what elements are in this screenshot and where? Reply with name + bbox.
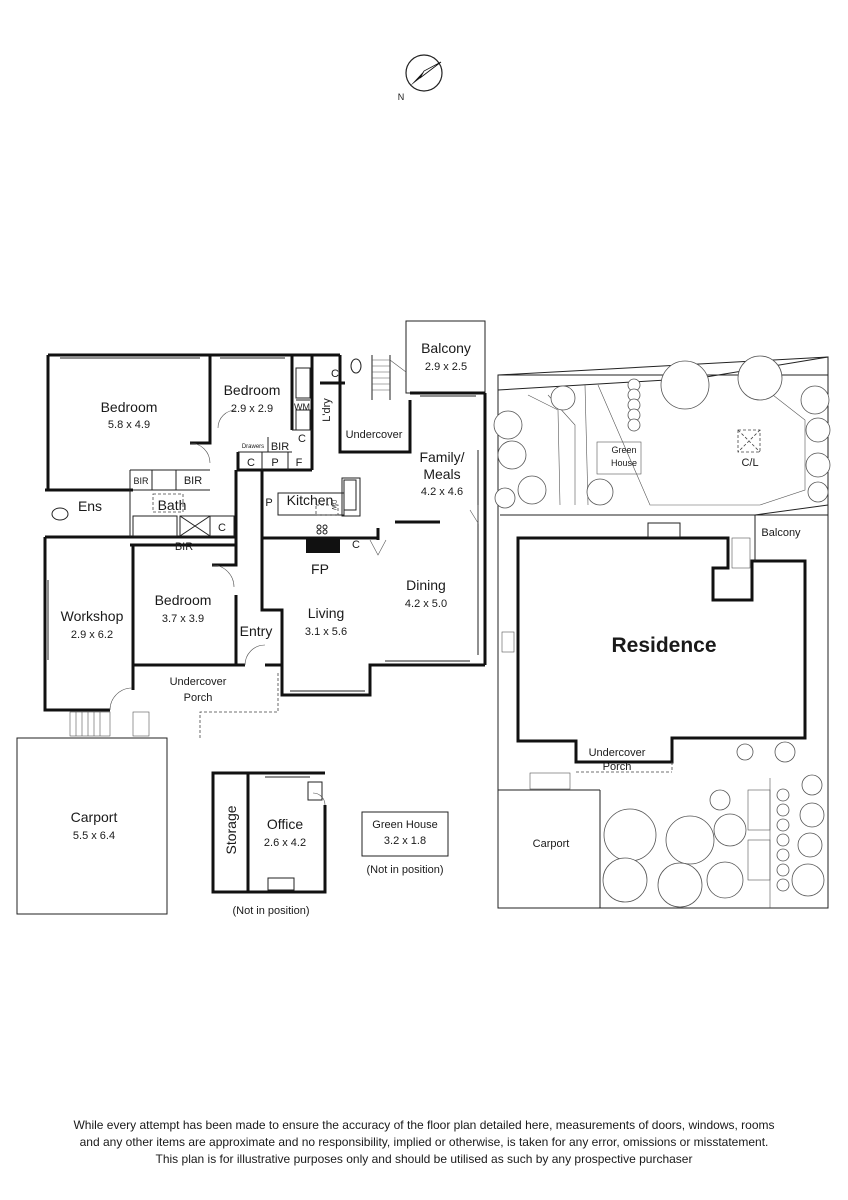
c-label-1: C bbox=[247, 457, 255, 469]
site-balcony-label: Balcony bbox=[761, 527, 801, 539]
storage-name: Storage bbox=[223, 805, 239, 854]
c-label-4: C bbox=[352, 539, 360, 551]
f-label: F bbox=[296, 457, 303, 469]
disclaimer-line-1: While every attempt has been made to ens… bbox=[73, 1118, 775, 1132]
trees-icon bbox=[493, 355, 831, 908]
greenhouse-name: Green House bbox=[372, 819, 437, 831]
bir-label-1: BIR bbox=[175, 541, 193, 553]
ens-label: Ens bbox=[78, 498, 102, 514]
porch-label-1: Undercover bbox=[170, 676, 227, 688]
greenhouse-size: 3.2 x 1.8 bbox=[384, 835, 426, 847]
bedroom1-name: Bedroom bbox=[101, 399, 158, 415]
bir-label-2: BIR bbox=[133, 476, 149, 486]
site-porch-label-2: Porch bbox=[603, 761, 632, 773]
living-name: Living bbox=[308, 605, 345, 621]
bir-label-4: BIR bbox=[271, 441, 289, 453]
workshop-size: 2.9 x 6.2 bbox=[71, 629, 113, 641]
p-label-1: P bbox=[271, 457, 278, 469]
greenhouse-note: (Not in position) bbox=[366, 864, 443, 876]
site-carport-label: Carport bbox=[533, 838, 570, 850]
p-label-2: P bbox=[265, 497, 272, 509]
office-building bbox=[211, 771, 327, 894]
laundry-label: L'dry bbox=[321, 398, 333, 422]
kitchen-label: Kitchen bbox=[287, 492, 334, 508]
disclaimer: While every attempt has been made to ens… bbox=[24, 1117, 824, 1168]
family-size: 4.2 x 4.6 bbox=[421, 486, 463, 498]
disclaimer-line-3: This plan is for illustrative purposes o… bbox=[155, 1152, 693, 1166]
bedroom1-size: 5.8 x 4.9 bbox=[108, 419, 150, 431]
c-label-2: C bbox=[298, 433, 306, 445]
bedroom3-name: Bedroom bbox=[155, 592, 212, 608]
north-label: N bbox=[398, 92, 405, 102]
green-house-box bbox=[361, 811, 449, 857]
residence-label: Residence bbox=[611, 634, 716, 657]
undercover-label: Undercover bbox=[346, 429, 403, 441]
office-note: (Not in position) bbox=[232, 905, 309, 917]
office-size: 2.6 x 4.2 bbox=[264, 837, 306, 849]
site-porch-label-1: Undercover bbox=[589, 747, 646, 759]
carport-size: 5.5 x 6.4 bbox=[73, 830, 115, 842]
c-label-5: C bbox=[218, 522, 226, 534]
disclaimer-line-2: and any other items are approximate and … bbox=[79, 1135, 769, 1149]
dw-label: DW bbox=[330, 500, 336, 510]
site-greenhouse-label-2: House bbox=[611, 458, 637, 468]
porch-label-2: Porch bbox=[184, 692, 213, 704]
workshop-name: Workshop bbox=[61, 608, 124, 624]
office-name: Office bbox=[267, 816, 304, 832]
bedroom3-size: 3.7 x 3.9 bbox=[162, 613, 204, 625]
drawers-label: Drawers bbox=[242, 444, 264, 450]
bedroom2-size: 2.9 x 2.9 bbox=[231, 403, 273, 415]
carport-name: Carport bbox=[71, 809, 118, 825]
family-name-1: Family/ bbox=[419, 449, 464, 465]
site-cl-label: C/L bbox=[741, 457, 758, 469]
site-greenhouse-label-1: Green bbox=[611, 445, 636, 455]
balcony-size: 2.9 x 2.5 bbox=[425, 361, 467, 373]
dining-size: 4.2 x 5.0 bbox=[405, 598, 447, 610]
living-size: 3.1 x 5.6 bbox=[305, 626, 347, 638]
bir-label-3: BIR bbox=[184, 475, 202, 487]
entry-label: Entry bbox=[240, 623, 273, 639]
house-walls bbox=[43, 320, 487, 738]
c-label-3: C bbox=[331, 368, 339, 380]
north-compass-icon bbox=[405, 54, 443, 92]
wm-label: WM bbox=[294, 402, 310, 412]
bath-label: Bath bbox=[158, 497, 187, 513]
carport-outline bbox=[16, 737, 168, 915]
family-name-2: Meals bbox=[423, 466, 460, 482]
balcony-name: Balcony bbox=[421, 340, 471, 356]
fp-label: FP bbox=[311, 561, 329, 577]
bedroom2-name: Bedroom bbox=[224, 382, 281, 398]
dining-name: Dining bbox=[406, 577, 446, 593]
